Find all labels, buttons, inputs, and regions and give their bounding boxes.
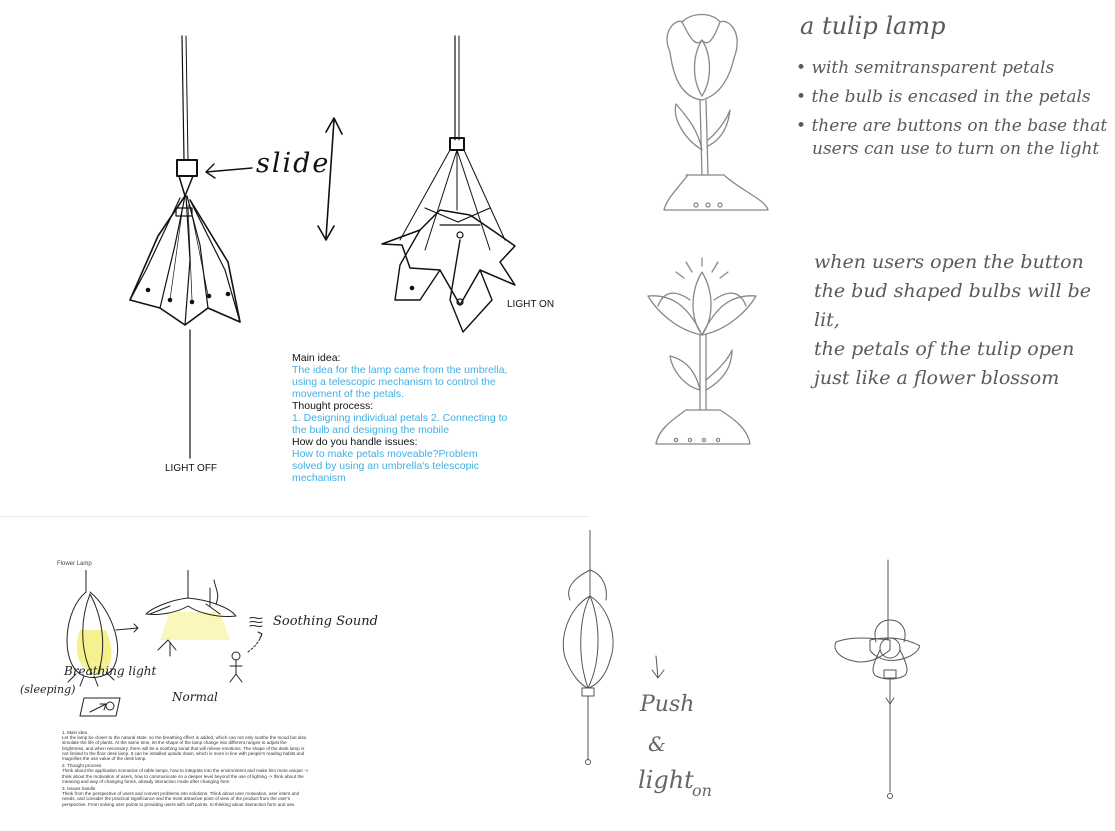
- tulip-paragraph-line: just like a flower blossom: [814, 364, 1115, 393]
- tulip-paragraph-line: the bud shaped bulbs will be lit,: [814, 277, 1115, 335]
- tulip-paragraph-line: the petals of the tulip open: [814, 335, 1115, 364]
- on-label: on: [692, 781, 712, 800]
- tulip-lamp-bullets: • with semitransparent petals • the bulb…: [796, 54, 1107, 164]
- flower-issues-text: Think from the perspective of users and …: [62, 791, 310, 807]
- thought-process-text: 1. Designing individual petals 2. Connec…: [292, 412, 510, 436]
- issues-text: How to make petals moveable?Problem solv…: [292, 448, 510, 484]
- tulip-bullet: users can use to turn on the light: [796, 135, 1107, 164]
- flower-lamp-sketches: [20, 570, 340, 730]
- thought-process-heading: Thought process:: [292, 400, 510, 412]
- tulip-bullet: • with semitransparent petals: [796, 54, 1107, 83]
- horizontal-divider: [0, 516, 588, 517]
- push-label: Push: [640, 692, 694, 717]
- slide-label: slide: [256, 148, 330, 179]
- light-on-label: LIGHT ON: [507, 299, 554, 310]
- light-off-label: LIGHT OFF: [165, 463, 217, 474]
- light-label: light: [638, 766, 694, 794]
- flower-lamp-title: Flower Lamp: [57, 561, 92, 567]
- flower-lamp-notes: 1. Main idea Let the lamp be closer to t…: [62, 730, 310, 807]
- pendant-lamp-sketches: [540, 530, 920, 830]
- tulip-bullet: • the bulb is encased in the petals: [796, 83, 1107, 112]
- sleeping-label: (sleeping): [20, 683, 75, 696]
- main-idea-heading: Main idea:: [292, 352, 510, 364]
- and-label: &: [648, 732, 666, 756]
- breathing-light-label: Breathing light: [64, 664, 156, 678]
- main-idea-text: The idea for the lamp came from the umbr…: [292, 364, 510, 400]
- tulip-paragraph-line: when users open the button: [814, 248, 1115, 277]
- umbrella-lamp-notes: Main idea: The idea for the lamp came fr…: [292, 352, 510, 484]
- soothing-sound-label: Soothing Sound: [273, 614, 378, 629]
- normal-label: Normal: [172, 690, 218, 704]
- tulip-lamp-title: a tulip lamp: [800, 12, 946, 40]
- flower-main-idea-text: Let the lamp be closer to the natural st…: [62, 735, 310, 761]
- issues-heading: How do you handle issues:: [292, 436, 510, 448]
- tulip-lamp-paragraph: when users open the button the bud shape…: [814, 248, 1115, 393]
- tulip-lamp-sketches: [616, 0, 776, 450]
- flower-thought-text: Think about the application scenarios of…: [62, 768, 310, 784]
